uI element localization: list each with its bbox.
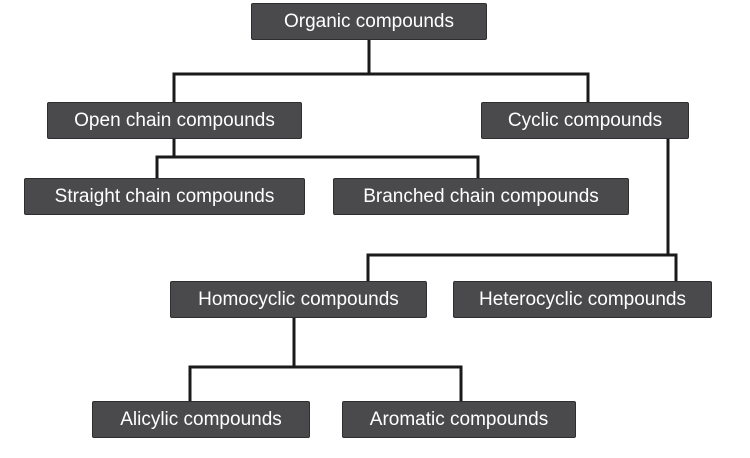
node-open-chain-compounds: Open chain compounds [47,102,302,139]
node-branched-chain-compounds: Branched chain compounds [333,178,629,215]
connector-organic [172,38,590,104]
node-cyclic-compounds: Cyclic compounds [481,102,689,139]
node-aromatic-compounds: Aromatic compounds [342,401,576,438]
connector-homocyclic [188,316,463,403]
node-heterocyclic-compounds: Heterocyclic compounds [453,281,712,318]
node-straight-chain-compounds: Straight chain compounds [24,178,305,215]
node-homocyclic-compounds: Homocyclic compounds [170,281,427,318]
node-organic-compounds: Organic compounds [251,3,487,40]
connector-cyclic [366,137,678,283]
node-alicyclic-compounds: Alicylic compounds [92,401,310,438]
connector-open-chain [155,137,480,180]
